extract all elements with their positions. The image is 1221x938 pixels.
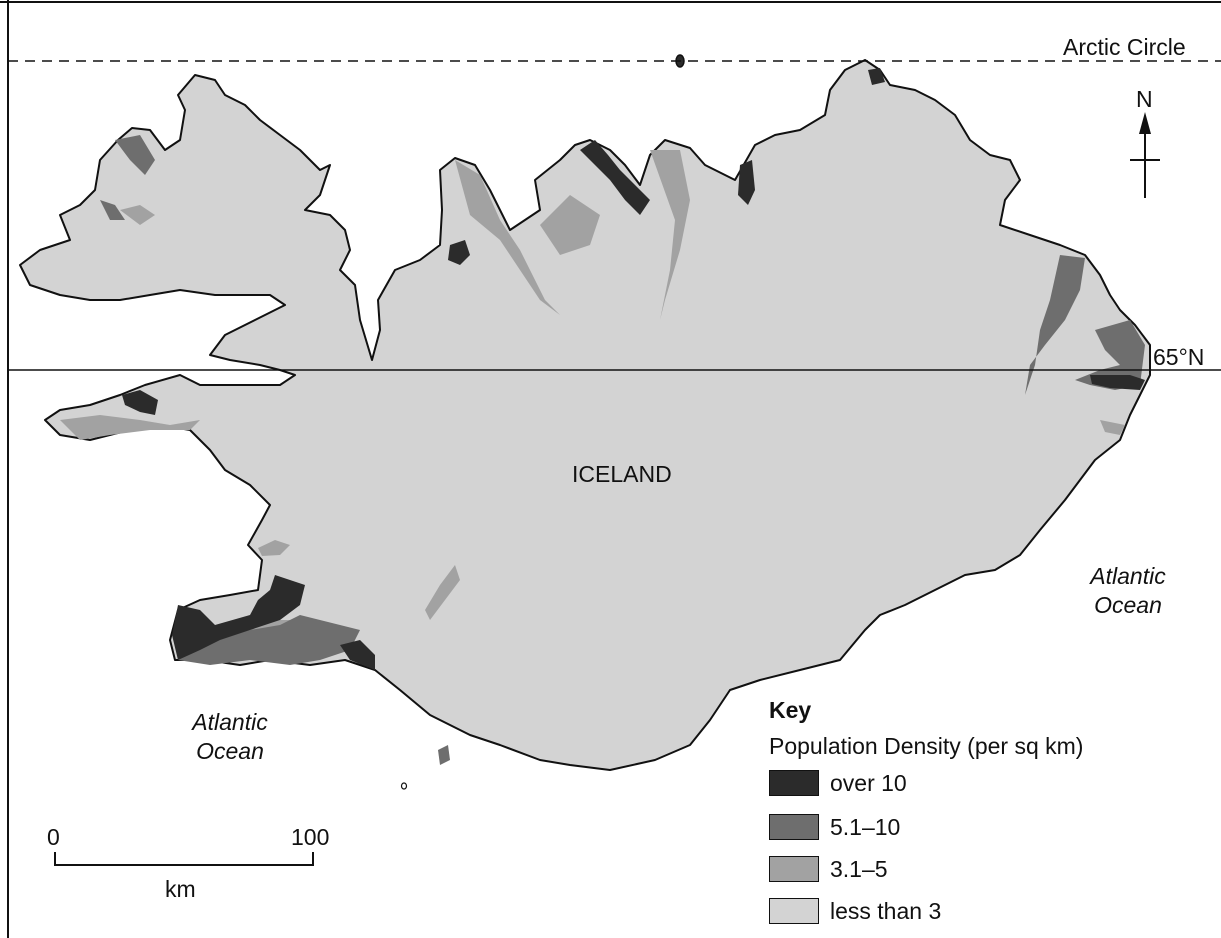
small-island <box>400 782 408 790</box>
ocean-label-east-line1: Atlantic <box>1090 563 1166 589</box>
ocean-label-southwest-line2: Ocean <box>196 738 264 764</box>
density-5-10-regions <box>100 135 1145 765</box>
key-swatch-less-than-3 <box>769 898 819 924</box>
key-subtitle: Population Density (per sq km) <box>769 733 1084 759</box>
key-label-over-10: over 10 <box>830 770 907 796</box>
scale-end-label: 100 <box>291 824 330 850</box>
scale-start-label: 0 <box>47 824 60 850</box>
scale-unit-label: km <box>165 876 196 902</box>
ocean-label-southwest-line1: Atlantic <box>192 709 268 735</box>
arctic-circle-label: Arctic Circle <box>1063 34 1186 60</box>
north-arrow-label: N <box>1136 86 1153 112</box>
key-title: Key <box>769 697 812 723</box>
latitude-65-label: 65°N <box>1153 344 1205 370</box>
north-arrow <box>1130 112 1160 198</box>
key-swatch-over-10 <box>769 770 819 796</box>
ocean-label-east-line2: Ocean <box>1094 592 1162 618</box>
key-label-less-than-3: less than 3 <box>830 898 942 924</box>
ocean-label-southwest: Atlantic Ocean <box>170 708 290 766</box>
key-label-3-5: 3.1–5 <box>830 856 888 882</box>
key-label-5-10: 5.1–10 <box>830 814 901 840</box>
key-swatch-3-5 <box>769 856 819 882</box>
iceland-landmass <box>19 59 1151 771</box>
ocean-label-east: Atlantic Ocean <box>1068 562 1188 620</box>
country-label: ICELAND <box>572 461 672 487</box>
key-swatch-5-10 <box>769 814 819 840</box>
density-over-10-regions <box>122 68 1145 670</box>
scale-bar <box>54 852 314 866</box>
